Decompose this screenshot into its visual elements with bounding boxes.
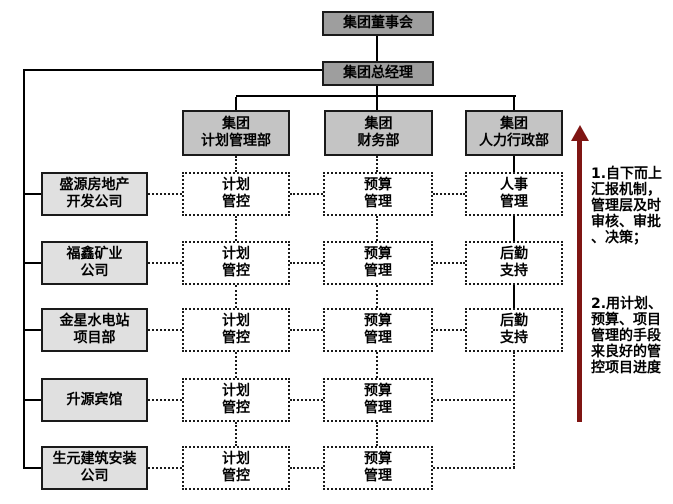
func-cell-label: 计划 管控 [222, 313, 250, 346]
dotted-company5-col1 [148, 467, 182, 469]
func-cell-r5c2: 预算 管理 [323, 446, 433, 490]
dotted-col2-r1-r2 [376, 216, 378, 241]
func-cell-r3c1: 计划 管控 [182, 308, 290, 352]
func-cell-label: 预算 管理 [364, 451, 392, 484]
connector-company-5-stub [23, 467, 41, 469]
connector-company-4-stub [23, 399, 41, 401]
connector-dept-hr-drop [513, 97, 515, 110]
connector-left-rail [23, 69, 25, 469]
company-box-5: 生元建筑安装 公司 [41, 446, 148, 490]
dotted-col1-r2-r3 [235, 285, 237, 308]
dotted-col3-rail [513, 352, 515, 468]
dept-finance-label: 集团 财务部 [357, 116, 400, 149]
dotted-col2-r2-r3 [376, 285, 378, 308]
connector-hr-to-r1 [513, 156, 515, 172]
general-manager-box: 集团总经理 [322, 61, 434, 86]
connector-company-2-stub [23, 262, 41, 264]
annotation-item-1: 1.自下而上 汇报机制， 管理层及时 审核、审批 、决策； [591, 166, 663, 246]
connector-company-3-stub [23, 329, 41, 331]
dotted-company4-col1 [148, 399, 182, 401]
dotted-r3-col1-col2 [290, 329, 323, 331]
func-cell-r1c2: 预算 管理 [323, 172, 433, 216]
func-cell-r3c3: 后勤 支持 [465, 308, 563, 352]
company-label-4: 升源宾馆 [66, 391, 123, 408]
func-cell-label: 人事 管理 [500, 177, 528, 210]
func-cell-r2c3: 后勤 支持 [465, 241, 563, 285]
company-box-4: 升源宾馆 [41, 378, 148, 422]
company-label-3: 金星水电站 项目部 [59, 313, 130, 346]
dotted-r4-col1-col2 [290, 399, 323, 401]
annotation-item-2: 2.用计划、 预算、项目 管理的手段 来良好的管 控项目进度 [591, 296, 663, 376]
board-box: 集团董事会 [322, 11, 434, 36]
dotted-col2-r3-r4 [376, 352, 378, 378]
dotted-col2-dept-r1 [376, 156, 378, 172]
dept-planning-label: 集团 计划管理部 [201, 116, 271, 149]
func-cell-label: 计划 管控 [222, 246, 250, 279]
dotted-col1-r3-r4 [235, 352, 237, 378]
company-box-2: 福鑫矿业 公司 [41, 241, 148, 285]
connector-dept-planning-drop [235, 97, 237, 110]
func-cell-label: 计划 管控 [222, 383, 250, 416]
dotted-company2-col1 [148, 262, 182, 264]
func-cell-label: 计划 管控 [222, 177, 250, 210]
func-cell-label: 预算 管理 [364, 383, 392, 416]
func-cell-r2c2: 预算 管理 [323, 241, 433, 285]
company-box-1: 盛源房地产 开发公司 [41, 172, 148, 216]
func-cell-r4c2: 预算 管理 [323, 378, 433, 422]
dotted-r3-col2-col3 [433, 329, 465, 331]
connector-dept-finance-drop [376, 97, 378, 110]
dotted-r1-col1-col2 [290, 193, 323, 195]
func-cell-r5c1: 计划 管控 [182, 446, 290, 490]
connector-r1-to-r2-col3 [513, 216, 515, 241]
company-label-5: 生元建筑安装 公司 [52, 451, 137, 484]
func-cell-label: 计划 管控 [222, 451, 250, 484]
func-cell-r4c1: 计划 管控 [182, 378, 290, 422]
func-cell-r3c2: 预算 管理 [323, 308, 433, 352]
dotted-r1-col2-col3 [433, 193, 465, 195]
company-label-2: 福鑫矿业 公司 [66, 246, 123, 279]
func-cell-r1c3: 人事 管理 [465, 172, 563, 216]
up-arrow-head [571, 125, 589, 141]
dept-finance-box: 集团 财务部 [324, 110, 433, 156]
dotted-company3-col1 [148, 329, 182, 331]
func-cell-label: 预算 管理 [364, 177, 392, 210]
dotted-company1-col1 [148, 193, 182, 195]
dotted-r2-col1-col2 [290, 262, 323, 264]
dotted-col1-r1-r2 [235, 216, 237, 241]
board-label: 集团董事会 [343, 15, 413, 31]
annotation-note: 1.自下而上 汇报机制， 管理层及时 审核、审批 、决策； 2.用计划、 预算、… [591, 150, 673, 392]
dept-hr-label: 集团 人力行政部 [479, 116, 549, 149]
connector-board-gm [376, 36, 378, 61]
connector-company-1-stub [23, 193, 41, 195]
dotted-r5-col2-rail [433, 467, 515, 469]
dotted-r2-col2-col3 [433, 262, 465, 264]
dept-planning-box: 集团 计划管理部 [182, 110, 290, 156]
func-cell-label: 预算 管理 [364, 246, 392, 279]
dotted-col2-r4-r5 [376, 422, 378, 446]
dotted-col1-r4-r5 [235, 422, 237, 446]
connector-gm-down [376, 86, 378, 95]
dotted-col1-dept-r1 [235, 156, 237, 172]
func-cell-label: 后勤 支持 [500, 246, 528, 279]
dept-hr-box: 集团 人力行政部 [465, 110, 563, 156]
general-manager-label: 集团总经理 [343, 65, 413, 81]
func-cell-r1c1: 计划 管控 [182, 172, 290, 216]
dotted-r4-col2-rail [433, 399, 515, 401]
connector-departments-bar [236, 95, 516, 97]
company-box-3: 金星水电站 项目部 [41, 308, 148, 352]
dotted-r5-col1-col2 [290, 467, 323, 469]
connector-r2-to-r3-col3 [513, 285, 515, 308]
up-arrow-shaft [577, 140, 582, 422]
func-cell-r2c1: 计划 管控 [182, 241, 290, 285]
func-cell-label: 预算 管理 [364, 313, 392, 346]
company-label-1: 盛源房地产 开发公司 [59, 177, 130, 210]
func-cell-label: 后勤 支持 [500, 313, 528, 346]
connector-gm-left [23, 69, 322, 71]
